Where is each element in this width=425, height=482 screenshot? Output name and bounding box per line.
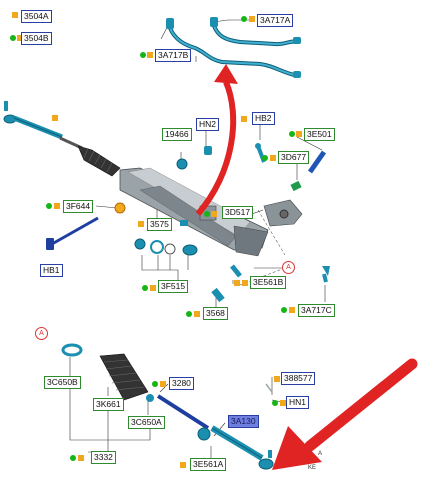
green-dot-marker	[262, 155, 268, 161]
label-3504A: 3504A	[21, 10, 52, 23]
orange-square-marker	[242, 280, 248, 286]
label-3C650A: 3C650A	[128, 416, 165, 429]
orange-square-marker	[150, 285, 156, 291]
label-3F515: 3F515	[158, 280, 189, 293]
label-3575: 3575	[147, 218, 172, 231]
label-388577: 388577	[281, 372, 316, 385]
label-HB1: HB1	[40, 264, 63, 277]
label-3332: 3332	[91, 451, 116, 464]
label-19466: 19466	[162, 128, 192, 141]
green-dot-marker	[140, 52, 146, 58]
label-3A130-highlighted: 3A130	[228, 415, 259, 428]
orange-square-marker	[274, 376, 280, 382]
orange-square-marker	[270, 155, 276, 161]
label-3K661: 3K661	[93, 398, 124, 411]
orange-square-marker	[147, 52, 153, 58]
label-3568: 3568	[203, 307, 228, 320]
callout-A-bottom: A	[35, 327, 48, 340]
label-3E501: 3E501	[304, 128, 335, 141]
leader-lines	[69, 17, 326, 458]
orange-square-marker	[194, 311, 200, 317]
orange-square-marker	[249, 16, 255, 22]
label-3A717B: 3A717B	[155, 49, 192, 62]
label-3D677: 3D677	[278, 151, 310, 164]
red-curved-arrow	[195, 64, 238, 216]
small-parts-middle	[114, 146, 225, 303]
hose-pipes-top	[166, 17, 301, 78]
steering-rack-housing	[119, 167, 303, 257]
dashed-leader-2	[239, 267, 286, 286]
label-3504B: 3504B	[21, 32, 52, 45]
orange-square-marker	[160, 381, 166, 387]
orange-square-marker	[12, 12, 18, 18]
orange-square-marker	[78, 455, 84, 461]
orange-square-marker	[52, 115, 58, 121]
orange-square-marker	[289, 307, 295, 313]
orange-square-marker	[138, 221, 144, 227]
label-HB2: HB2	[252, 112, 275, 125]
green-dot-marker	[241, 16, 247, 22]
orange-square-marker	[234, 280, 240, 286]
label-3E561B: 3E561B	[250, 276, 287, 289]
green-dot-marker	[10, 35, 16, 41]
green-dot-marker	[272, 400, 278, 406]
orange-square-marker	[180, 462, 186, 468]
red-straight-arrow	[272, 358, 418, 470]
orange-square-marker	[54, 203, 60, 209]
green-dot-marker	[142, 285, 148, 291]
label-HN2: HN2	[196, 118, 220, 131]
callout-A-top: A	[282, 261, 295, 274]
orange-square-marker	[241, 116, 247, 122]
orange-square-marker	[296, 131, 302, 137]
green-dot-marker	[152, 381, 158, 387]
green-dot-marker	[70, 455, 76, 461]
label-HN1: HN1	[286, 396, 310, 409]
green-dot-marker	[204, 211, 210, 217]
corner-code-line1: A	[318, 451, 323, 457]
label-3D517: 3D517	[222, 206, 254, 219]
dashed-leader	[257, 209, 286, 256]
bottom-tie-rod-assembly	[61, 343, 274, 470]
label-3E561A: 3E561A	[190, 458, 227, 471]
orange-square-marker	[211, 211, 217, 217]
corner-code-line2: KE	[308, 465, 317, 471]
green-dot-marker	[186, 311, 192, 317]
orange-square-marker	[17, 35, 23, 41]
left-tie-rod-assembly	[3, 101, 121, 177]
inner-tie-rod-hb1	[46, 216, 99, 250]
green-dot-marker	[281, 307, 287, 313]
label-3F644: 3F644	[63, 200, 94, 213]
green-dot-marker	[289, 131, 295, 137]
label-3C650B: 3C650B	[44, 376, 81, 389]
label-3280: 3280	[169, 377, 194, 390]
orange-square-marker	[280, 400, 286, 406]
label-3A717A: 3A717A	[257, 14, 294, 27]
label-3A717C: 3A717C	[298, 304, 335, 317]
green-dot-marker	[46, 203, 52, 209]
